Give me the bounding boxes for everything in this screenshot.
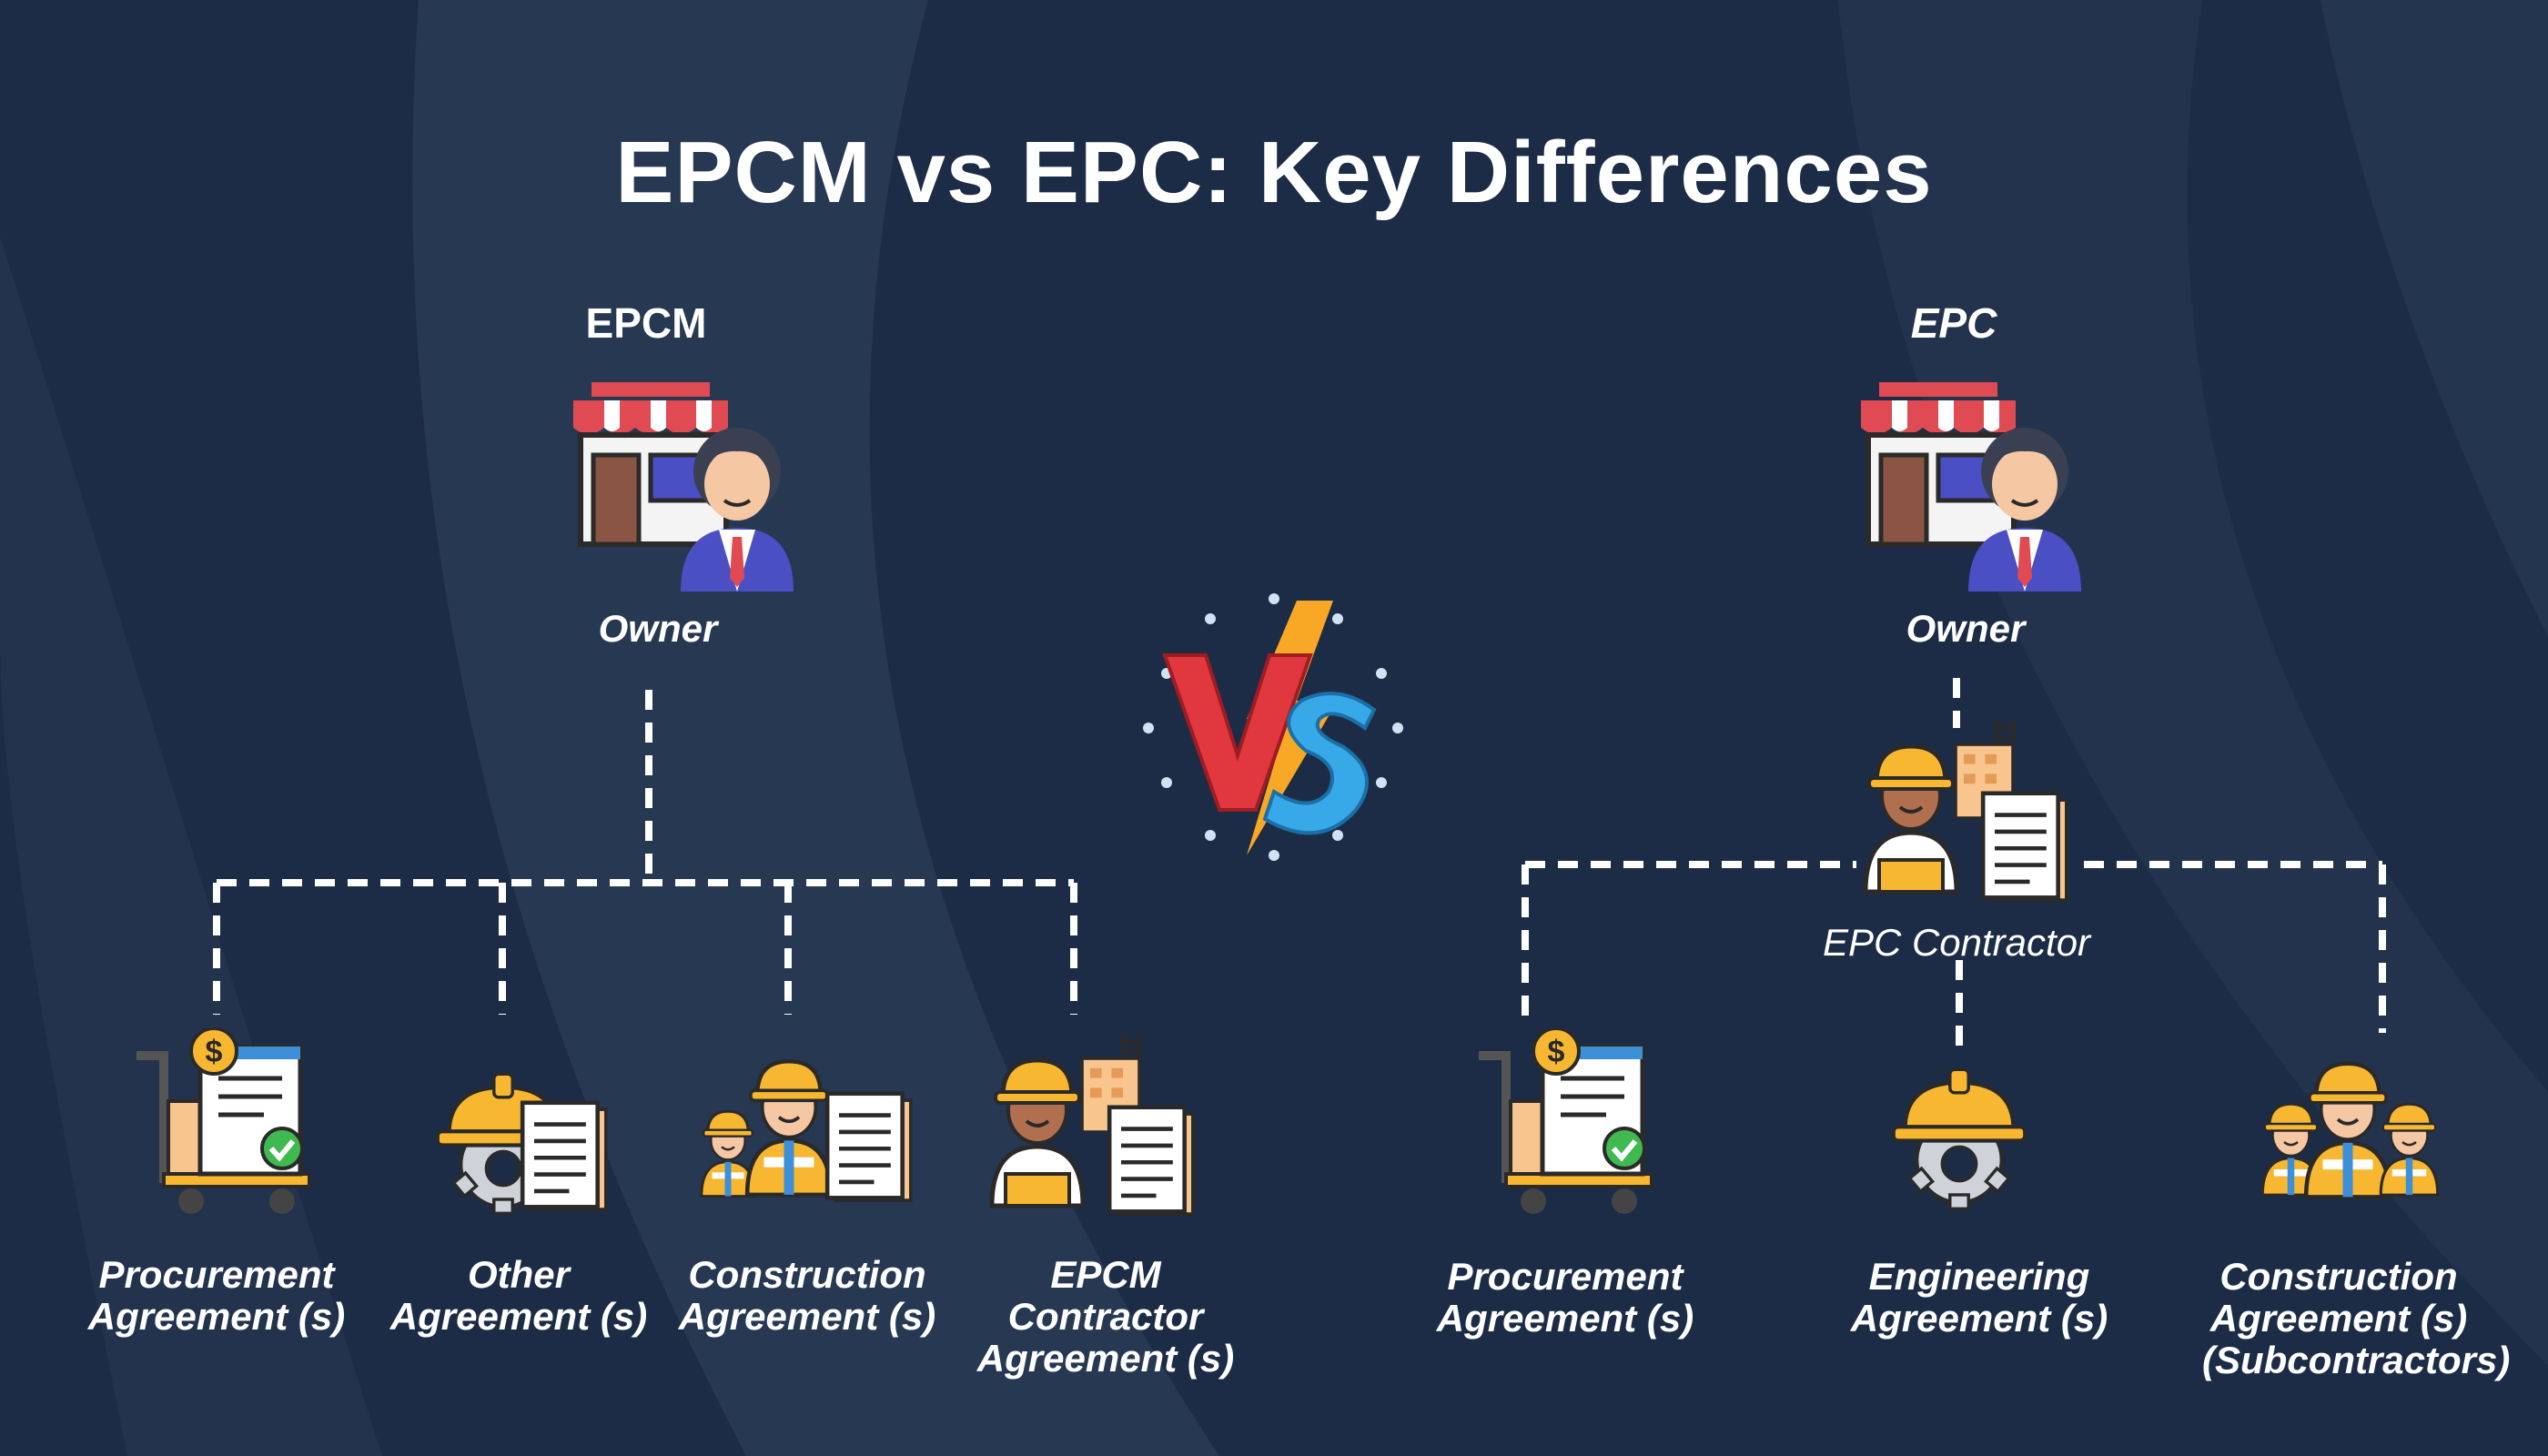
helmet-gear-icon [1882, 1042, 2037, 1224]
document-icon [514, 1097, 614, 1224]
vs-lightning-icon [1143, 593, 1403, 861]
epcm-heading: EPCM [585, 299, 707, 347]
small-worker-icon [2375, 1083, 2443, 1210]
owner-shop-icon [1852, 364, 2088, 601]
procurement-cart-icon [1470, 1028, 1670, 1228]
procurement-cart-icon [127, 1028, 328, 1228]
contractor-worker-icon [983, 1042, 1092, 1215]
epc-owner-label: Owner [1906, 607, 2026, 650]
document-icon [1975, 787, 2075, 915]
document-icon [1101, 1101, 1201, 1228]
epc-contractor-icon [1856, 728, 1966, 901]
owner-shop-icon [564, 364, 801, 601]
epc-contractor-label: EPC Contractor [1822, 921, 2091, 964]
epcm-owner-label: Owner [598, 607, 718, 650]
epc-heading: EPC [1910, 299, 1997, 347]
page-title: EPCM vs EPC: Key Differences [615, 124, 1933, 221]
document-icon [819, 1087, 919, 1215]
